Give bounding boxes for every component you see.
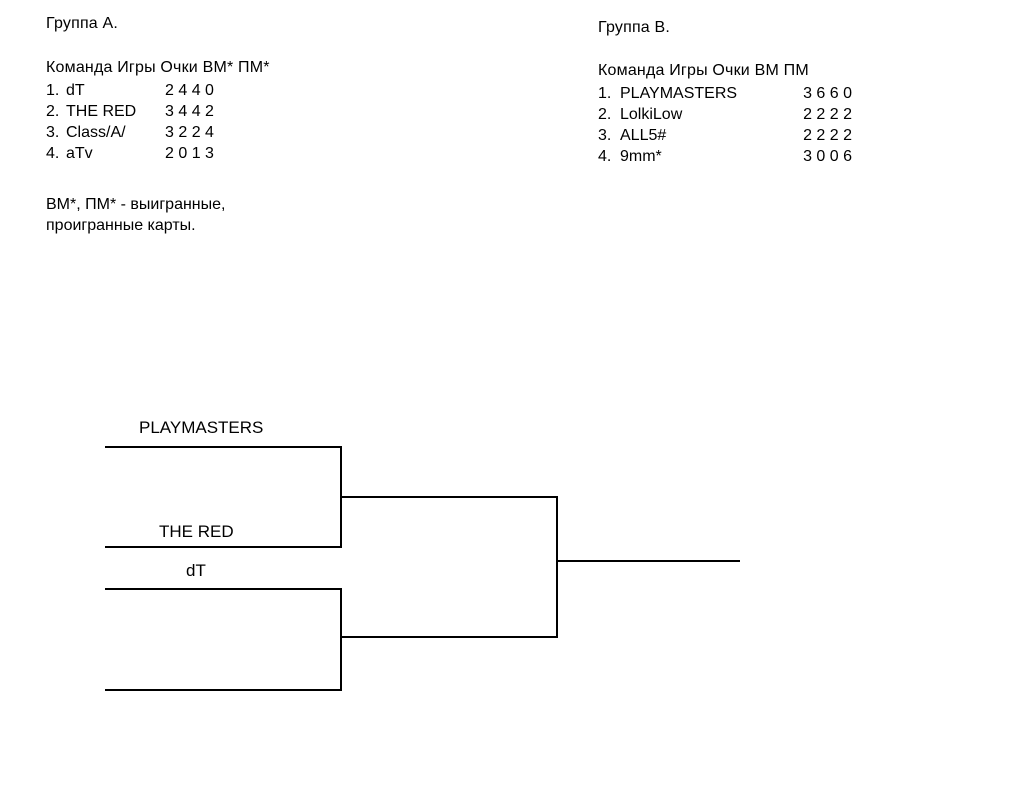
row-rank: 1. bbox=[46, 82, 60, 99]
row-team: 9mm* bbox=[620, 148, 662, 165]
row-stats: 3 0 0 6 bbox=[803, 148, 852, 165]
row-stats: 2 2 2 2 bbox=[803, 127, 852, 144]
row-stats: 3 4 4 2 bbox=[165, 103, 214, 120]
table-row: 3. Class/A/ 3 2 2 4 bbox=[46, 122, 214, 143]
row-stats: 2 0 1 3 bbox=[165, 145, 214, 162]
group-a-table: 1. dT 2 4 4 0 2. THE RED 3 4 4 2 3. Clas… bbox=[46, 80, 214, 164]
row-rank: 3. bbox=[46, 124, 60, 141]
row-rank: 2. bbox=[598, 106, 612, 123]
table-row: 2. THE RED 3 4 4 2 bbox=[46, 101, 214, 122]
group-a-table-header: Команда Игры Очки ВМ* ПМ* bbox=[46, 59, 270, 76]
row-team: Class/A/ bbox=[66, 124, 126, 141]
bracket-label-dt: dT bbox=[186, 561, 206, 580]
table-row: 4. 9mm* 3 0 0 6 bbox=[598, 146, 852, 167]
bracket-label-the-red: THE RED bbox=[159, 522, 234, 541]
row-team: ALL5# bbox=[620, 127, 667, 144]
row-stats: 2 4 4 0 bbox=[165, 82, 214, 99]
row-rank: 1. bbox=[598, 85, 612, 102]
row-rank: 2. bbox=[46, 103, 60, 120]
table-row: 3. ALL5# 2 2 2 2 bbox=[598, 125, 852, 146]
group-b-title: Группа В. bbox=[598, 19, 671, 36]
row-team: LolkiLow bbox=[620, 106, 683, 123]
row-team: aTv bbox=[66, 145, 93, 162]
bracket-round2 bbox=[341, 496, 558, 638]
group-b-table: 1. PLAYMASTERS 3 6 6 0 2. LolkiLow 2 2 2… bbox=[598, 83, 852, 167]
group-b-table-header: Команда Игры Очки ВМ ПМ bbox=[598, 62, 809, 79]
table-row: 1. dT 2 4 4 0 bbox=[46, 80, 214, 101]
row-stats: 2 2 2 2 bbox=[803, 106, 852, 123]
row-rank: 4. bbox=[46, 145, 60, 162]
table-row: 1. PLAYMASTERS 3 6 6 0 bbox=[598, 83, 852, 104]
group-a-title: Группа А. bbox=[46, 15, 119, 32]
group-a-standings: Группа А. Команда Игры Очки ВМ* ПМ* 1. d… bbox=[46, 14, 270, 164]
row-team: dT bbox=[66, 82, 85, 99]
bracket-label-playmasters: PLAYMASTERS bbox=[139, 418, 264, 437]
row-team: THE RED bbox=[66, 103, 137, 120]
table-row: 2. LolkiLow 2 2 2 2 bbox=[598, 104, 852, 125]
legend-footnote: ВМ*, ПМ* - выигранные, проигранные карты… bbox=[46, 196, 226, 234]
row-rank: 3. bbox=[598, 127, 612, 144]
row-rank: 4. bbox=[598, 148, 612, 165]
row-stats: 3 6 6 0 bbox=[803, 85, 852, 102]
row-stats: 3 2 2 4 bbox=[165, 124, 214, 141]
bracket-round1-lower bbox=[105, 588, 342, 691]
row-team: PLAYMASTERS bbox=[620, 85, 738, 102]
group-b-standings: Группа В. Команда Игры Очки ВМ ПМ 1. PLA… bbox=[598, 18, 852, 167]
table-row: 4. aTv 2 0 1 3 bbox=[46, 143, 214, 164]
